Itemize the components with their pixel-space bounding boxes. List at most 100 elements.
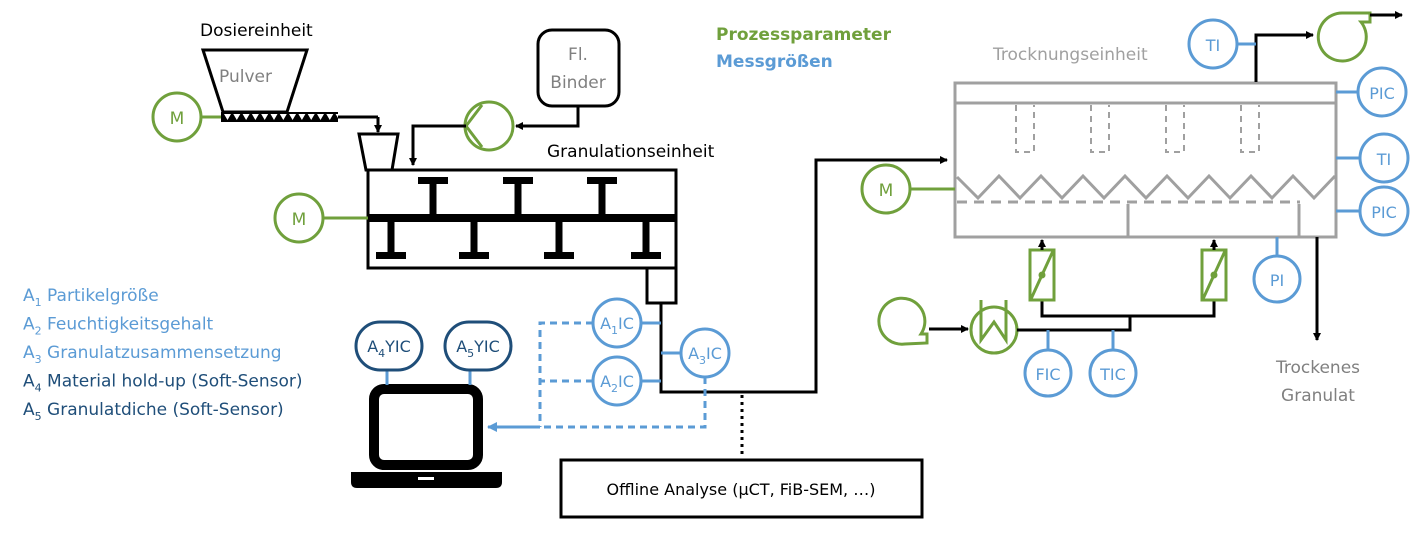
a3-prefix: A: [688, 344, 699, 363]
instrument-pic-bottom[interactable]: PIC: [1358, 185, 1410, 237]
air-distribution-line: [1040, 300, 1216, 318]
powder-hopper: Pulver: [200, 48, 310, 114]
a1-sub: 1: [611, 324, 618, 337]
filter-cartridge: [1015, 105, 1035, 153]
binder-label-line2: Binder: [550, 73, 605, 93]
dryer-filter-cartridges: [1015, 105, 1260, 153]
a4-sub: 4: [378, 347, 385, 360]
soft-sensor-a5yic[interactable]: A5YIC: [443, 320, 513, 372]
paddle-lower: [631, 220, 661, 259]
dosing-motor[interactable]: M: [151, 91, 203, 143]
binder-label-line1: Fl.: [568, 45, 588, 65]
dosing-unit-label: Dosiereinheit: [200, 21, 313, 41]
attribute-sub: 5: [35, 410, 42, 423]
attribute-item: A2 Feuchtigkeitsgehalt: [23, 315, 214, 338]
product-label-line1: Trockenes: [1275, 358, 1360, 378]
screw-paddles: [376, 177, 661, 259]
fic-label: FIC: [1035, 365, 1060, 384]
svg-text:A1IC: A1IC: [600, 314, 634, 337]
instrument-pic-top[interactable]: PIC: [1356, 66, 1408, 118]
paddle-lower: [459, 220, 489, 259]
legend-process-parameter: Prozessparameter: [716, 25, 892, 45]
svg-text:A5YIC: A5YIC: [456, 337, 500, 360]
dryer-motor-label: M: [879, 181, 894, 201]
a4-prefix: A: [367, 337, 378, 356]
attribute-text: Granulatdiche (Soft-Sensor): [42, 400, 284, 420]
binder-pump[interactable]: [463, 100, 515, 152]
product-label-line2: Granulat: [1281, 386, 1355, 406]
offline-analysis-box[interactable]: Offline Analyse (µCT, FiB-SEM, …): [559, 458, 924, 519]
binder-to-pump-line: [515, 106, 580, 130]
signal-lines: [487, 321, 707, 432]
paddle-upper: [587, 177, 617, 217]
dosing-motor-label: M: [170, 109, 185, 129]
instrument-fic[interactable]: FIC: [1023, 348, 1073, 398]
svg-text:A2IC: A2IC: [600, 372, 634, 395]
air-heater[interactable]: [969, 300, 1019, 355]
attribute-item: A1 Partikelgröße: [23, 286, 159, 309]
attribute-prefix: A: [23, 315, 35, 335]
a5-prefix: A: [456, 337, 467, 356]
paddle-upper: [503, 177, 533, 217]
attribute-prefix: A: [23, 286, 35, 306]
instrument-tic[interactable]: TIC: [1088, 348, 1138, 398]
twin-screw-granulator: [366, 168, 678, 270]
granulator-motor[interactable]: M: [273, 192, 325, 244]
a3-suffix: IC: [706, 344, 722, 363]
wet-granule-transport-line: [659, 156, 948, 394]
attribute-item: A4 Material hold-up (Soft-Sensor): [23, 372, 303, 395]
a2-sub: 2: [611, 382, 618, 395]
powder-label: Pulver: [219, 67, 272, 87]
pi-label: PI: [1270, 271, 1284, 290]
paddle-lower: [376, 220, 406, 259]
air-damper-left[interactable]: [1028, 248, 1056, 302]
paddle-lower: [544, 220, 574, 259]
attribute-sub: 2: [35, 325, 42, 338]
attribute-prefix: A: [23, 343, 35, 363]
pic-top-label: PIC: [1369, 84, 1395, 103]
inlet-funnel: [357, 132, 400, 172]
attribute-prefix: A: [23, 372, 35, 392]
attribute-text: Partikelgröße: [42, 286, 159, 306]
offline-analysis-label: Offline Analyse (µCT, FiB-SEM, …): [607, 480, 876, 499]
instrument-ti-exhaust[interactable]: TI: [1187, 18, 1239, 70]
attribute-item: A3 Granulatzusammensetzung: [23, 343, 282, 366]
pump-to-granulator-line: [409, 124, 466, 166]
dryer-motor[interactable]: M: [860, 163, 912, 215]
drying-unit-label: Trocknungseinheit: [992, 45, 1148, 65]
analyzer-a3ic[interactable]: A3IC: [679, 327, 731, 379]
analyzer-a1ic[interactable]: A1IC: [591, 297, 643, 349]
svg-text:A3IC: A3IC: [688, 344, 722, 367]
laptop-icon[interactable]: [351, 384, 502, 488]
exhaust-fan[interactable]: [1316, 11, 1372, 63]
paddle-upper: [418, 177, 448, 217]
a4-suffix: YIC: [384, 337, 411, 356]
screw-feeder: [221, 112, 343, 122]
attribute-prefix: A: [23, 400, 35, 420]
filter-cartridge: [1165, 105, 1185, 153]
a2-suffix: IC: [618, 372, 634, 391]
svg-text:A4YIC: A4YIC: [367, 337, 411, 360]
attribute-item: A5 Granulatdiche (Soft-Sensor): [23, 400, 284, 423]
instrument-ti-bed[interactable]: TI: [1358, 132, 1410, 184]
liquid-binder-tank: Fl. Binder: [536, 28, 621, 108]
a1-suffix: IC: [618, 314, 634, 333]
analyzer-a2ic[interactable]: A2IC: [591, 355, 643, 407]
a1-prefix: A: [600, 314, 611, 333]
attribute-text: Material hold-up (Soft-Sensor): [42, 372, 303, 392]
air-damper-right[interactable]: [1200, 248, 1228, 302]
fluid-bed-dryer: [953, 81, 1338, 239]
soft-sensor-a4yic[interactable]: A4YIC: [354, 320, 424, 372]
instrument-pi[interactable]: PI: [1252, 254, 1302, 304]
ti-right-label: TI: [1376, 150, 1392, 169]
attribute-sub: 3: [35, 353, 42, 366]
exhaust-line: [1254, 31, 1314, 82]
air-supply-fan[interactable]: [877, 296, 929, 346]
attribute-sub: 1: [35, 296, 42, 309]
a2-prefix: A: [600, 372, 611, 391]
attribute-text: Granulatzusammensetzung: [42, 343, 282, 363]
a5-sub: 5: [467, 347, 474, 360]
